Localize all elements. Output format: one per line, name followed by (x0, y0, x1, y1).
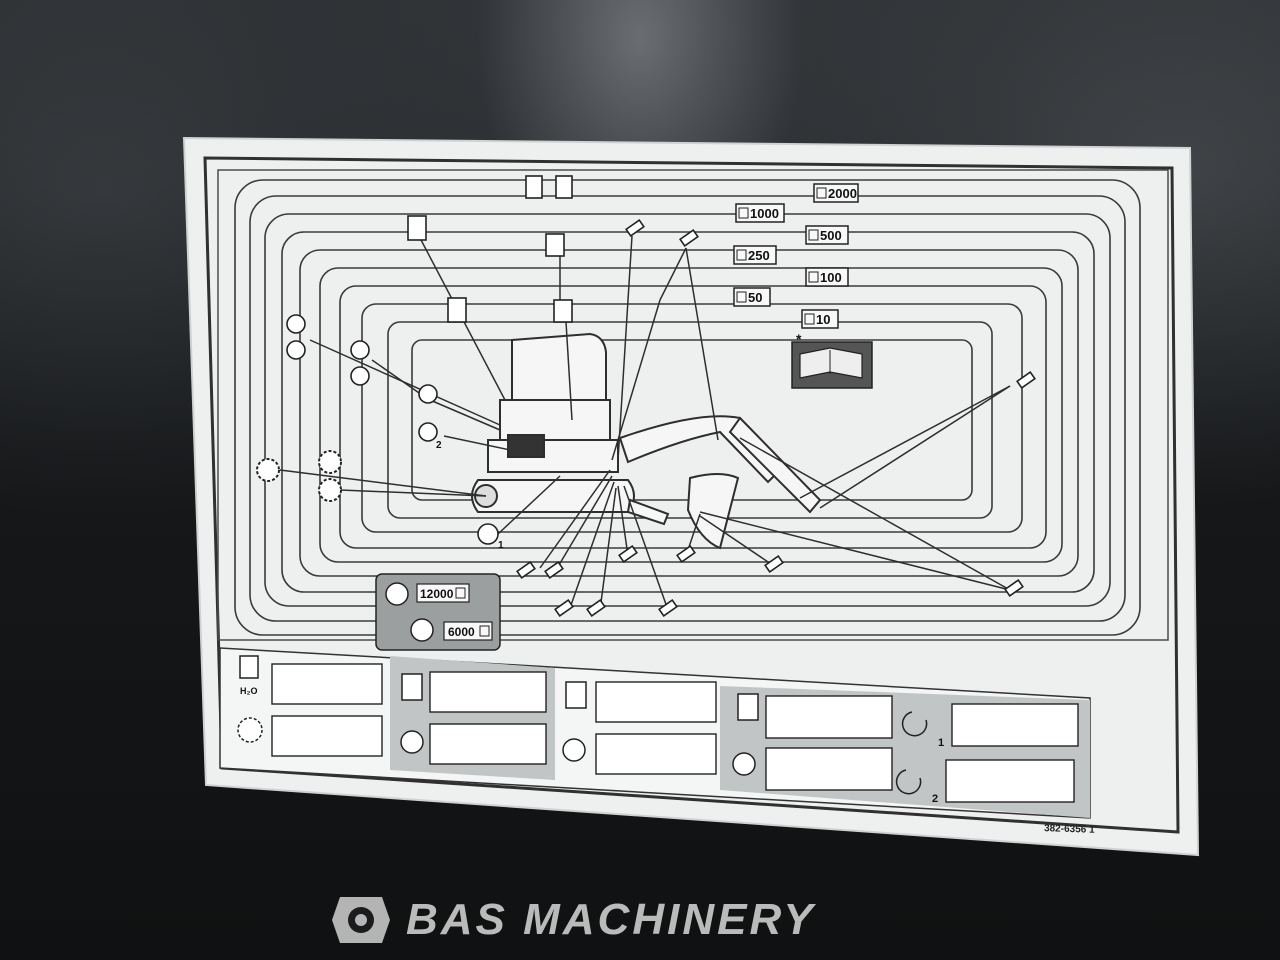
interval-label-2000: 2000 (828, 186, 857, 201)
rotate-icon (901, 711, 928, 737)
grease-gun-icon (516, 219, 1036, 617)
decal-inner-border (203, 156, 1180, 834)
interval-loops (234, 179, 1141, 636)
watermark: BAS MACHINERY (330, 890, 816, 950)
bas-logo-icon (332, 897, 390, 943)
hydraulic-tank-icon (401, 673, 423, 701)
interval-label-10: 10 (816, 312, 830, 327)
interval-label-500: 500 (820, 228, 842, 243)
watermark-text: BAS MACHINERY (406, 895, 816, 944)
interval-label-100: 100 (820, 270, 842, 285)
rotate-icon (895, 769, 922, 795)
oil-drop-icon (562, 738, 586, 762)
gear-icon (237, 717, 263, 743)
hydraulic-tank-icon (525, 175, 573, 323)
oil-drop-icon (286, 314, 499, 545)
oil-drop-icon (732, 752, 756, 776)
fuel-pump-icon (239, 655, 259, 679)
legend-sub-label-one: 1 (938, 737, 944, 749)
fuel-pump-icon (565, 681, 587, 709)
part-number: 382-6356 1 (1044, 823, 1095, 836)
interval-label-1000: 1000 (750, 206, 779, 221)
leader-lines (279, 235, 1011, 611)
fuel-pump-icon (407, 215, 467, 323)
legend-entry-boxes (271, 663, 1079, 803)
interval-label-50: 50 (748, 290, 762, 305)
coolant-interval-panel: 12000 6000 (375, 573, 501, 651)
diagram-frame (217, 169, 1169, 641)
coolant-additive-interval-label: 6000 (448, 625, 475, 639)
excavator-drawing (471, 332, 822, 550)
manual-icon (791, 341, 873, 389)
check-box-icon (736, 187, 827, 325)
legend-h2o-label: H₂O (240, 686, 258, 696)
interval-label-250: 250 (748, 248, 770, 263)
coolant-interval-label: 12000 (420, 587, 454, 601)
oil-drop-icon (400, 730, 424, 754)
sub-label-one: 1 (498, 540, 504, 551)
legend-sub-label-two: 2 (932, 793, 938, 805)
manual-mark: * (796, 331, 802, 347)
hydraulic-tank-icon (737, 693, 759, 721)
gear-icon (256, 450, 342, 502)
legend-icons (237, 655, 928, 795)
sub-label-two: 2 (436, 440, 442, 451)
